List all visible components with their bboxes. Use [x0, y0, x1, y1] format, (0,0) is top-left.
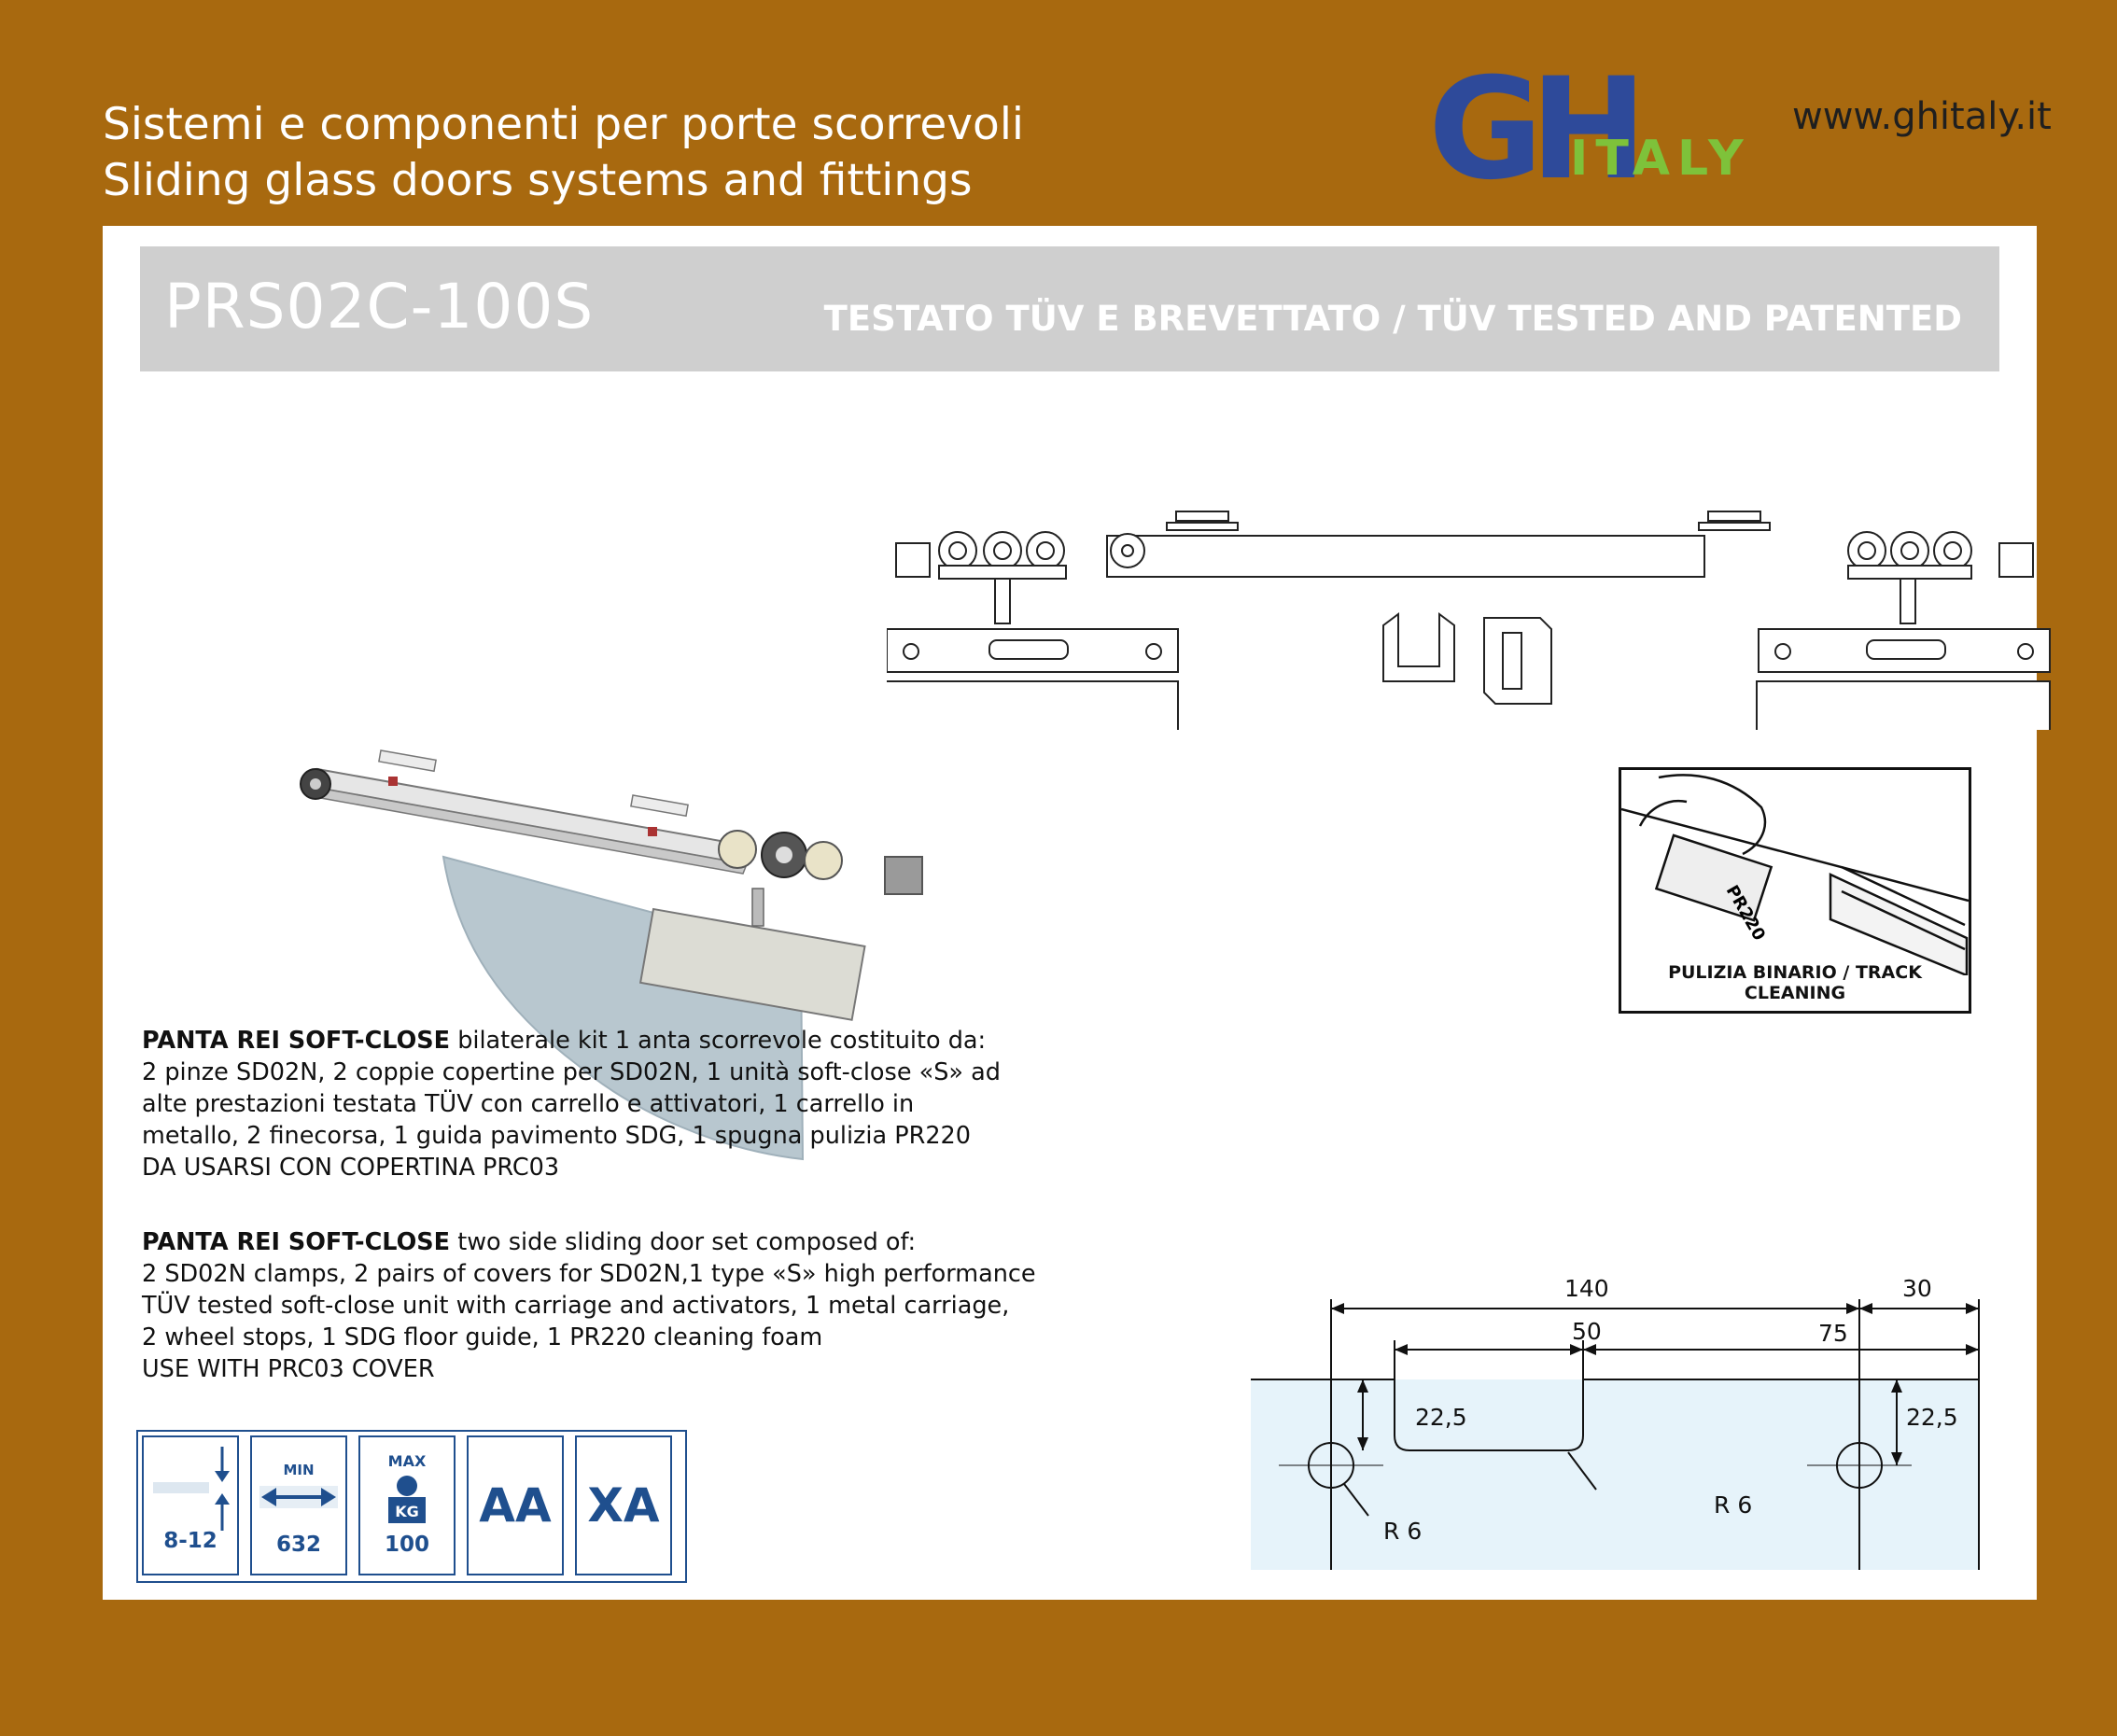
- title-bar: PRS02C-100S TESTATO TÜV E BREVETTATO / T…: [140, 246, 1999, 371]
- description-en-lead: PANTA REI SOFT-CLOSE: [142, 1228, 451, 1256]
- description-it-line2: 2 pinze SD02N, 2 coppie copertine per SD…: [142, 1058, 1001, 1086]
- spec-code-xa: XA: [575, 1435, 672, 1575]
- product-code: PRS02C-100S: [164, 271, 595, 343]
- radius-left: R 6: [1383, 1518, 1423, 1545]
- max-weight-value: 100: [384, 1533, 429, 1557]
- left-bolt: [994, 578, 1011, 624]
- dim-30: 30: [1902, 1275, 1932, 1302]
- dim-140: 140: [1564, 1275, 1609, 1302]
- min-width-value: 632: [275, 1533, 321, 1557]
- certification-tag: TESTATO TÜV E BREVETTATO / TÜV TESTED AN…: [823, 299, 1962, 339]
- company-logo[interactable]: GH ITALY: [1428, 60, 1774, 200]
- glass-thickness-value: 8-12: [163, 1529, 217, 1553]
- description-it-lead: PANTA REI SOFT-CLOSE: [142, 1027, 451, 1055]
- description-italian: PANTA REI SOFT-CLOSE bilaterale kit 1 an…: [142, 1025, 1001, 1183]
- right-glass: [1756, 680, 2051, 730]
- product-3d-illustration: [300, 749, 923, 1161]
- weight-icon: [388, 1476, 426, 1523]
- glass-cutout-drawing: [1251, 1299, 1980, 1570]
- spec-min-width: MIN 632: [250, 1435, 347, 1575]
- notch-cutout: [1394, 1379, 1584, 1451]
- tagline-english: Sliding glass doors systems and fittings: [103, 155, 973, 206]
- spec-code-aa: AA: [467, 1435, 564, 1575]
- track-cleaning-caption: PULIZIA BINARIO / TRACK CLEANING: [1668, 962, 1922, 1003]
- glass-thickness-icon: [153, 1447, 230, 1531]
- description-en-line1: two side sliding door set composed of:: [450, 1228, 917, 1256]
- pr220-foam: [1654, 833, 1774, 922]
- track-cleaning-illustration: PR220: [1621, 774, 1969, 975]
- logo-gh: GH: [1428, 49, 1647, 211]
- description-it-line4: metallo, 2 finecorsa, 1 guida pavimento …: [142, 1122, 971, 1150]
- spec-max-weight: MAX KG 100: [358, 1435, 456, 1575]
- description-it-line1: bilaterale kit 1 anta scorrevole costitu…: [450, 1027, 987, 1055]
- front-view-drawing: [887, 511, 2051, 730]
- product-sheet: PRS02C-100S TESTATO TÜV E BREVETTATO / T…: [103, 226, 2051, 1600]
- dim-22-left: 22,5: [1415, 1404, 1467, 1431]
- logo-italy: ITALY: [1570, 131, 1751, 187]
- dim-50: 50: [1572, 1318, 1602, 1345]
- tagline-italian: Sistemi e componenti per porte scorrevol…: [103, 99, 1024, 150]
- kg-label: KG: [395, 1503, 419, 1520]
- description-it-line5: DA USARSI CON COPERTINA PRC03: [142, 1154, 560, 1182]
- description-en-line2: 2 SD02N clamps, 2 pairs of covers for SD…: [142, 1260, 1036, 1288]
- dim-22-right: 22,5: [1906, 1404, 1958, 1431]
- rail-bracket-left: [378, 749, 437, 773]
- left-wheel-stop: [895, 542, 931, 578]
- description-en-line4: 2 wheel stops, 1 SDG floor guide, 1 PR22…: [142, 1323, 823, 1351]
- right-wheel-stop: [1998, 542, 2034, 578]
- spec-glass-thickness: 8-12: [142, 1435, 239, 1575]
- min-label: MIN: [283, 1462, 315, 1478]
- top-rail: [1106, 535, 1705, 578]
- glass-clamp: [638, 907, 866, 1021]
- clamp-bolt: [751, 888, 764, 927]
- spec-frame: [136, 1430, 687, 1583]
- floor-guide-u: [1382, 612, 1455, 682]
- max-label: MAX: [387, 1452, 427, 1470]
- code-aa: AA: [479, 1478, 552, 1533]
- description-en-line5: USE WITH PRC03 COVER: [142, 1355, 435, 1383]
- left-glass: [887, 680, 1179, 730]
- track-cleaning-inset: PR220 PULIZIA BINARIO / TRACK CLEANING: [1619, 767, 1971, 1014]
- soft-close-rail: [316, 767, 748, 866]
- website-link[interactable]: www.ghitaly.it: [1792, 95, 2052, 138]
- double-arrow-icon: [259, 1486, 338, 1508]
- dim-75: 75: [1818, 1320, 1848, 1347]
- description-english: PANTA REI SOFT-CLOSE two side sliding do…: [142, 1226, 1036, 1385]
- carriage-wheel-3: [804, 841, 843, 880]
- description-it-line3: alte prestazioni testata TÜV con carrell…: [142, 1090, 915, 1118]
- code-xa: XA: [587, 1478, 660, 1533]
- carriage-wheel-1: [718, 830, 757, 869]
- wheel-stop: [884, 856, 923, 895]
- radius-right: R 6: [1714, 1491, 1753, 1519]
- rail-bracket-right: [630, 794, 689, 818]
- description-en-line3: TÜV tested soft-close unit with carriage…: [142, 1292, 1010, 1320]
- right-bolt: [1900, 578, 1916, 624]
